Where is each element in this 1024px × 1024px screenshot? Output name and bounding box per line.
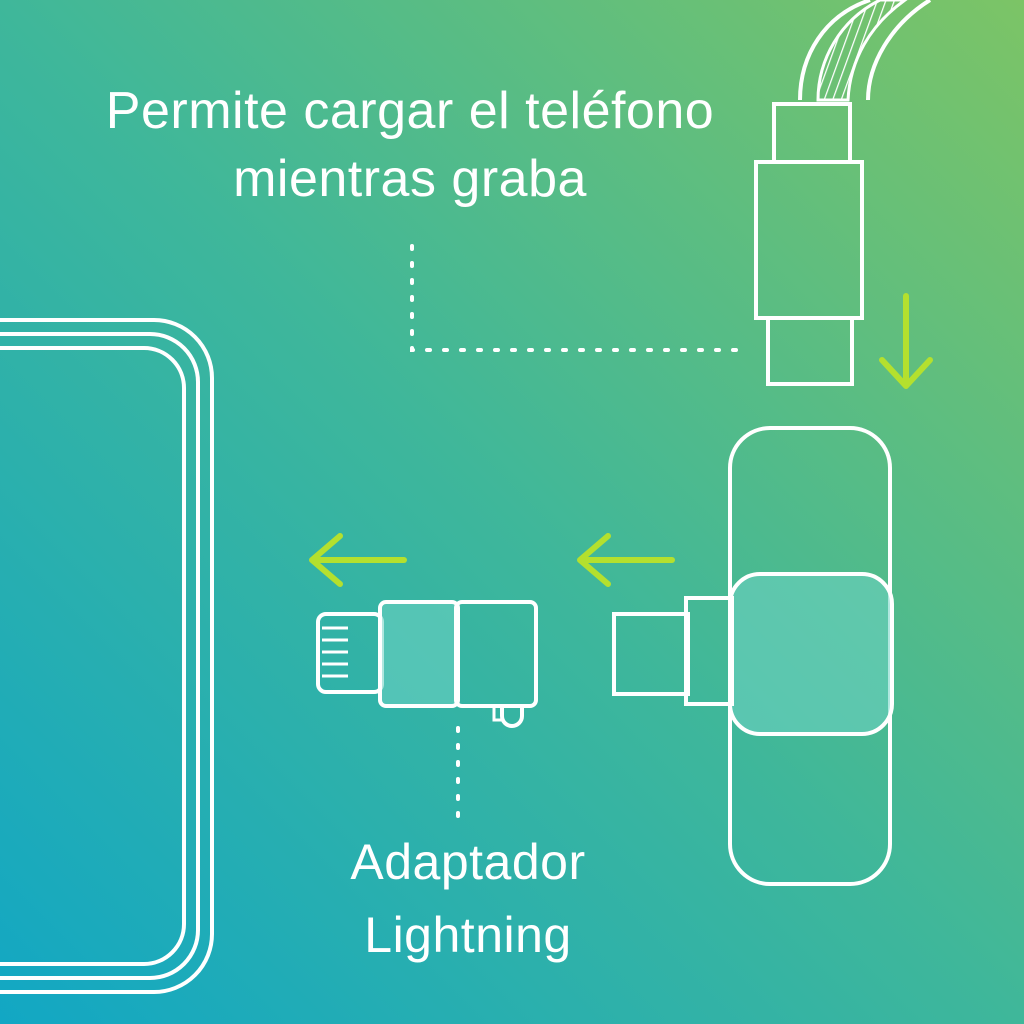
charge-caption-line-1: Permite cargar el teléfono	[105, 82, 715, 140]
cable-plug	[766, 316, 854, 386]
usb-c-cable-icon	[754, 0, 932, 386]
charge-leader-line	[410, 244, 742, 352]
microphone-receiver-icon	[612, 426, 894, 886]
mic-center-block	[728, 572, 894, 736]
cable-braid	[816, 0, 908, 102]
arrow-left-icon	[309, 533, 407, 587]
cable-outer	[798, 0, 932, 101]
adapter-caption: Adaptador Lightning	[318, 826, 618, 971]
adapter-caption-line-2: Lightning	[364, 906, 572, 963]
adapter-caption-line-1: Adaptador	[350, 834, 586, 890]
adapter-body-left	[378, 600, 460, 708]
charge-caption-line-2: mientras graba	[233, 149, 587, 208]
charge-caption: Permite cargar el teléfono mientras grab…	[80, 78, 740, 213]
adapter-pins	[322, 626, 348, 678]
phone-outline-icon	[0, 318, 214, 994]
adapter-tab	[492, 704, 504, 722]
arrow-down-icon	[879, 293, 933, 389]
arrow-left-icon	[577, 533, 675, 587]
mic-port	[612, 612, 690, 696]
lightning-adapter-icon	[316, 600, 538, 728]
